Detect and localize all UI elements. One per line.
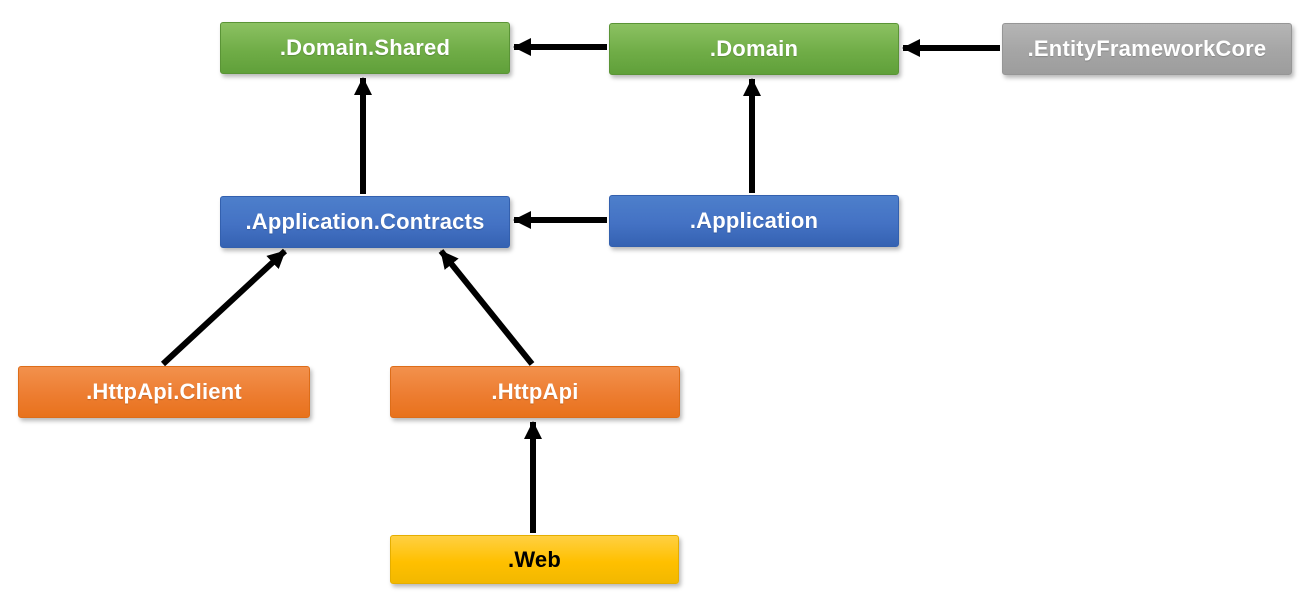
node-http-api: .HttpApi — [390, 366, 680, 418]
node-http-api-client: .HttpApi.Client — [18, 366, 310, 418]
node-entity-framework-core: .EntityFrameworkCore — [1002, 23, 1292, 75]
node-domain-shared-label: .Domain.Shared — [279, 35, 451, 60]
node-web: .Web — [390, 535, 679, 584]
node-http-api-label: .HttpApi — [491, 379, 579, 404]
node-application: .Application — [609, 195, 899, 247]
arrow-httpapi-to-application-contracts — [438, 249, 535, 366]
node-domain: .Domain — [609, 23, 899, 75]
node-entity-framework-core-label: .EntityFrameworkCore — [1027, 36, 1267, 61]
node-application-contracts-label: .Application.Contracts — [245, 209, 485, 234]
node-http-api-client-label: .HttpApi.Client — [86, 379, 242, 404]
node-web-label: .Web — [508, 546, 561, 572]
node-domain-label: .Domain — [709, 36, 799, 61]
node-domain-shared: .Domain.Shared — [220, 22, 510, 74]
node-application-label: .Application — [689, 208, 819, 233]
node-application-contracts: .Application.Contracts — [220, 196, 510, 248]
arrow-httpapi-client-to-application-contracts — [160, 248, 288, 367]
